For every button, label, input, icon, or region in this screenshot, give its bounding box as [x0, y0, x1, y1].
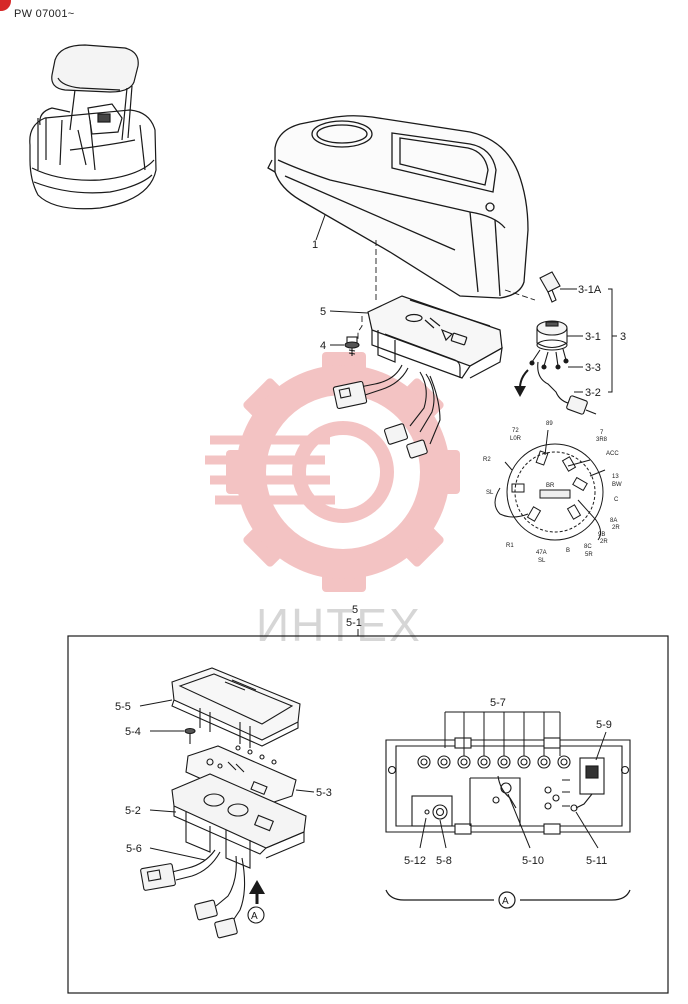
ignition-key — [539, 271, 561, 303]
view-a-bracket — [385, 889, 631, 909]
direction-arrow — [514, 369, 529, 397]
label-screw: 4 — [320, 340, 326, 352]
panel-case — [171, 773, 307, 869]
label-screw-detail: 5-4 — [125, 726, 141, 738]
panel-lens — [171, 667, 301, 748]
terminal-8a-code: 2R — [612, 525, 620, 531]
label-harness: 3-3 — [585, 362, 601, 374]
indicator-panel — [367, 295, 503, 379]
detail-frame — [67, 635, 669, 994]
key-switch — [529, 320, 597, 415]
terminal-8c: 8C — [584, 544, 592, 550]
watermark-text: ИНТЕХ — [256, 599, 422, 651]
screw-4 — [344, 336, 360, 356]
label-switch-group: 3 — [620, 331, 626, 343]
terminal-labels: 72 L0R 89 7 3R8 ACC 13 BW BR C 8A 2R 9B … — [483, 421, 622, 564]
terminal-8a: 8A — [610, 518, 617, 524]
label-switch: 3-1 — [585, 331, 601, 343]
terminal-sl: SL — [486, 490, 494, 496]
detail-harness — [140, 849, 246, 939]
terminal-47a: 47A — [536, 550, 547, 556]
terminal-7-code: 3R8 — [596, 437, 608, 443]
terminal-r2: R2 — [483, 457, 491, 463]
indicator-plate — [185, 745, 297, 807]
serial-range-label: PW 07001~ — [14, 8, 75, 20]
panel-back-view — [385, 737, 631, 835]
label-relay: 5-9 — [596, 719, 612, 731]
panel-harness — [332, 364, 441, 459]
label-cover: 1 — [312, 239, 318, 251]
label-key: 3-1A — [578, 284, 602, 296]
terminal-9b-code: 2R — [600, 539, 608, 545]
view-marker-a: A — [251, 911, 258, 922]
machine-thumbnail — [29, 44, 157, 210]
terminal-c: C — [614, 497, 619, 503]
back-view-leaders — [419, 711, 607, 849]
terminal-9b: 9B — [598, 532, 605, 538]
terminal-8c-code: 5R — [585, 552, 593, 558]
terminal-13: 13 — [612, 474, 619, 480]
label-case: 5-2 — [125, 805, 141, 817]
label-5-11: 5-11 — [586, 855, 607, 867]
detail-title: 5 — [352, 604, 358, 616]
terminal-89: 89 — [546, 421, 553, 427]
terminal-72-code: L0R — [510, 436, 522, 442]
view-arrow-a — [247, 880, 265, 924]
terminal-diagram — [494, 429, 606, 541]
label-connector: 3-2 — [585, 387, 601, 399]
assembly-guide-lines — [357, 240, 536, 340]
label-panel: 5 — [320, 306, 326, 318]
detail-screw — [184, 727, 196, 744]
terminal-bw: BW — [612, 482, 622, 488]
watermark-gear — [205, 352, 460, 592]
view-a-caption: A — [502, 896, 509, 907]
label-lens: 5-5 — [115, 701, 131, 713]
terminal-br: BR — [546, 483, 555, 489]
terminal-7: 7 — [600, 430, 604, 436]
label-5-10: 5-10 — [522, 855, 544, 867]
label-plate: 5-3 — [316, 787, 332, 799]
console-cover — [267, 115, 529, 299]
corner-badge — [0, 0, 11, 11]
terminal-b: B — [566, 548, 570, 554]
terminal-acc: ACC — [606, 451, 619, 457]
terminal-47a-code: SL — [538, 558, 546, 564]
switch-label-leaders — [560, 288, 617, 393]
terminal-r1: R1 — [506, 543, 514, 549]
label-leds: 5-7 — [490, 697, 506, 709]
terminal-72: 72 — [512, 428, 519, 434]
detail-subtitle: 5-1 — [346, 617, 362, 629]
label-5-8: 5-8 — [436, 855, 452, 867]
label-5-12: 5-12 — [404, 855, 426, 867]
label-detail-harness: 5-6 — [126, 843, 142, 855]
